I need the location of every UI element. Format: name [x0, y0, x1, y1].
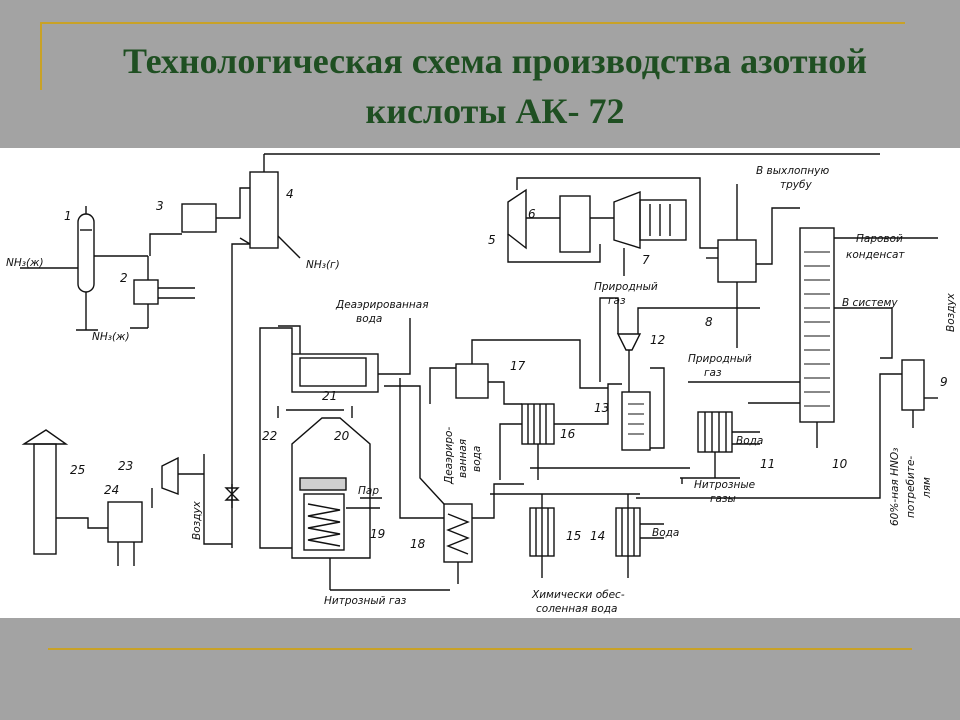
num-20: 20: [334, 429, 350, 443]
num-23: 23: [118, 459, 133, 473]
slide-title: Технологическая схема производства азотн…: [45, 36, 945, 136]
label-natural-gas-7-1: Природный: [594, 281, 658, 293]
unit-9-bleacher: [636, 359, 938, 499]
label-water-14: Вода: [652, 527, 679, 539]
title-line-1: Технологическая схема производства азотн…: [122, 41, 868, 81]
label-to-system: В систему: [842, 297, 898, 309]
label-exhaust-2: трубу: [780, 179, 812, 191]
label-acid-1: 60%-ная HNO₃: [889, 448, 901, 526]
unit-numbers: 1 2 3 4 5 6 7 8 9 10 11 12 13 14 15 16 1…: [64, 187, 948, 551]
label-air-right: Воздух: [945, 292, 957, 332]
unit-4-mixer: [231, 153, 880, 548]
num-18: 18: [410, 537, 426, 551]
label-nitrous-gases-1: Нитрозные: [694, 479, 755, 491]
num-2: 2: [120, 271, 128, 285]
units-19-22-reactor: [259, 318, 450, 591]
pipelines: [429, 297, 760, 484]
label-deaerated-1: Деаэрированная: [335, 299, 429, 311]
unit-3-filter: [149, 187, 250, 256]
unit-2-exchanger: [94, 255, 195, 329]
label-natural-gas-8-2: газ: [704, 367, 722, 379]
label-chem-water-1: Химически обес-: [531, 589, 625, 601]
num-16: 16: [560, 427, 576, 441]
label-acid-3: лям: [921, 477, 933, 499]
num-25: 25: [70, 463, 85, 477]
scheme-svg: 1 2 3 4 5 6 7 8 9 10 11 12 13 14 15 16 1…: [6, 153, 957, 615]
num-1: 1: [64, 209, 72, 223]
label-exhaust-1: В выхлопную: [756, 165, 829, 177]
label-deaerated-vert-1: Деаэриро-: [443, 427, 455, 485]
label-nh3-liquid-in: NH₃(ж): [6, 257, 44, 269]
label-deaerated-vert-3: вода: [471, 446, 483, 472]
label-nh3-liquid-out: NH₃(ж): [92, 331, 130, 343]
process-diagram: 1 2 3 4 5 6 7 8 9 10 11 12 13 14 15 16 1…: [0, 148, 960, 618]
label-steam: Пар: [358, 485, 379, 497]
unit-17-deaerator: [455, 339, 608, 405]
title-line-2: кислоты АК- 72: [365, 91, 625, 131]
num-12: 12: [650, 333, 665, 347]
label-steam-condensate-1: Паровой: [856, 233, 903, 245]
num-13: 13: [594, 401, 609, 415]
unit-1-evaporator: [20, 206, 98, 331]
num-11: 11: [760, 457, 775, 471]
num-7: 7: [642, 253, 650, 267]
num-3: 3: [156, 199, 164, 213]
stream-labels: NH₃(ж) NH₃(ж) NH₃(г) В выхлопную трубу П…: [6, 165, 957, 615]
num-24: 24: [104, 483, 119, 497]
unit-10-absorber: [688, 227, 938, 448]
num-17: 17: [510, 359, 526, 373]
label-natural-gas-7-2: газ: [608, 295, 626, 307]
label-nitrous-gas: Нитрозный газ: [324, 595, 407, 607]
label-natural-gas-8-1: Природный: [688, 353, 752, 365]
num-19: 19: [370, 527, 385, 541]
num-10: 10: [832, 457, 848, 471]
label-water-11: Вода: [736, 435, 763, 447]
decorative-line-top: [40, 22, 905, 24]
num-6: 6: [528, 207, 536, 221]
num-15: 15: [566, 529, 581, 543]
decorative-line-bottom: [48, 648, 912, 650]
label-deaerated-2: вода: [356, 313, 382, 325]
num-8: 8: [705, 315, 713, 329]
num-14: 14: [590, 529, 605, 543]
num-9: 9: [940, 375, 948, 389]
unit-18-heater: [399, 378, 524, 584]
label-nh3-gas: NH₃(г): [306, 259, 340, 271]
unit-16-exchanger: [499, 383, 622, 480]
label-air-left: Воздух: [191, 500, 203, 540]
decorative-line-left: [40, 22, 42, 90]
unit-8-heater: [706, 184, 800, 348]
label-acid-2: потребите-: [905, 456, 917, 518]
unit-11-cooler: [680, 411, 760, 479]
num-22: 22: [262, 429, 277, 443]
num-4: 4: [286, 187, 294, 201]
units-5-6-7-turbine: [507, 177, 718, 276]
num-21: 21: [322, 389, 337, 403]
label-deaerated-vert-2: ванная: [457, 439, 469, 478]
units-12-13: [616, 333, 665, 451]
label-nitrous-gases-2: газы: [710, 493, 736, 505]
units-14-15-coolers: [490, 493, 664, 578]
label-chem-water-2: соленная вода: [536, 603, 618, 615]
label-steam-condensate-2: конденсат: [846, 249, 905, 261]
units-23-25-stack: [21, 429, 240, 566]
num-5: 5: [488, 233, 496, 247]
